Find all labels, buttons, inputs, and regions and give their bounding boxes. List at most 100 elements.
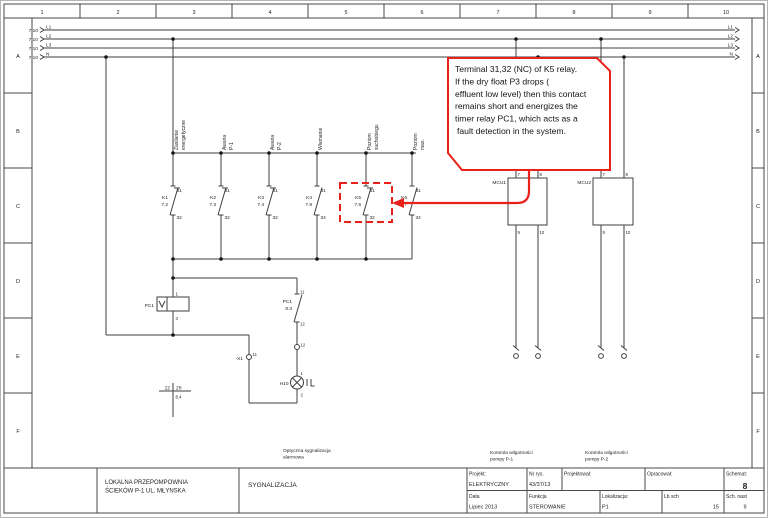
- mcu1-block: MCU1 7 8 9 10: [492, 172, 548, 235]
- rail-source-ref-l3: 7.10 L3: [29, 43, 52, 53]
- callout-box: [447, 57, 611, 171]
- svg-text:suchobiegu: suchobiegu: [374, 124, 380, 150]
- relay-contact-k1: K1 7.2 31 32: [161, 185, 183, 221]
- grid-row: E: [756, 354, 760, 360]
- grid-col: 6: [420, 10, 423, 16]
- source-arrow-icon: [39, 27, 45, 33]
- svg-text:32: 32: [370, 215, 376, 221]
- svg-text:2: 2: [301, 393, 304, 398]
- function-captions: Optyczna sygnalizacja alarmowa Kontrola …: [283, 448, 628, 463]
- rail-label: L1: [46, 25, 52, 31]
- timer-contact-pc1: PC1 8.3 11 12: [283, 290, 306, 327]
- grid-row: F: [756, 429, 760, 435]
- svg-text:K2: K2: [210, 195, 216, 201]
- drawing-title: SYGNALIZACJA: [248, 482, 297, 489]
- svg-text:7: 7: [603, 172, 606, 177]
- svg-text:10: 10: [540, 230, 545, 235]
- grid-column-labels: 1 2 3 4 5 6 7 8 9 10: [40, 10, 729, 16]
- lamp-type-symbol: [306, 379, 315, 387]
- svg-text:N: N: [730, 52, 734, 58]
- svg-text:31: 31: [416, 188, 422, 194]
- svg-text:Poziom: Poziom: [367, 133, 373, 150]
- svg-text:Lb sch: Lb sch: [664, 494, 679, 500]
- svg-text:34: 34: [416, 215, 422, 221]
- svg-text:7.2: 7.2: [161, 202, 168, 208]
- source-arrow-icon: [39, 36, 45, 42]
- svg-text:3: 3: [176, 316, 179, 321]
- grid-row: A: [756, 54, 760, 60]
- svg-text:MCU1: MCU1: [492, 180, 506, 186]
- svg-text:alarmowa: alarmowa: [283, 455, 304, 461]
- dest-arrow-icon: [734, 54, 740, 60]
- svg-text:-X1: -X1: [236, 356, 244, 362]
- svg-text:ELEKTRYCZNY: ELEKTRYCZNY: [469, 482, 509, 488]
- drawing-frame: [3, 3, 765, 514]
- grid-col: 3: [192, 10, 195, 16]
- svg-text:9: 9: [603, 230, 606, 235]
- svg-text:9: 9: [743, 505, 746, 511]
- svg-text:Schemat:: Schemat:: [726, 472, 747, 478]
- svg-text:H10: H10: [280, 381, 289, 387]
- svg-text:12: 12: [300, 322, 305, 327]
- relay-contact-k5: K5 7.6 31 32: [354, 185, 376, 221]
- relay-contact-k4: K4 7.8 31 34: [305, 185, 327, 221]
- svg-text:ZR: ZR: [176, 386, 182, 391]
- grid-row: F: [16, 429, 20, 435]
- grid-col: 9: [648, 10, 651, 16]
- svg-text:Optyczna sygnalizacja: Optyczna sygnalizacja: [283, 448, 331, 454]
- svg-text:8: 8: [626, 172, 629, 177]
- svg-text:7.6: 7.6: [354, 202, 361, 208]
- grid-col: 7: [496, 10, 499, 16]
- svg-text:31: 31: [225, 188, 231, 194]
- svg-text:Poziom: Poziom: [413, 133, 419, 150]
- svg-text:11: 11: [300, 290, 305, 295]
- k5-highlight-box: [339, 182, 393, 223]
- svg-text:P-1: P-1: [229, 142, 235, 150]
- svg-text:Awaria: Awaria: [270, 135, 276, 150]
- svg-text:effluent low level) then this: effluent low level) then this contact: [455, 89, 587, 99]
- grid-row: B: [756, 129, 760, 135]
- rail-source-ref-l2: 7.10 L2: [29, 34, 52, 44]
- svg-text:32: 32: [273, 215, 279, 221]
- svg-text:Funkcja: Funkcja: [529, 494, 547, 500]
- relay-contact-k3: K3 7.4 31 32: [257, 185, 279, 221]
- svg-text:34: 34: [321, 215, 327, 221]
- svg-text:11: 11: [253, 352, 258, 357]
- svg-text:P1: P1: [602, 505, 609, 511]
- grid-col: 4: [268, 10, 271, 16]
- svg-text:31: 31: [177, 188, 183, 194]
- grid-row: D: [756, 279, 760, 285]
- svg-text:8.4: 8.4: [176, 395, 183, 400]
- svg-text:Data: Data: [469, 494, 480, 500]
- grid-row-labels: A B C D E F A B C D E F: [16, 54, 760, 435]
- svg-text:Projektował:: Projektował:: [564, 472, 591, 478]
- branch-labels: Zasilanie energetyczne Awaria P-1 Awaria…: [174, 120, 426, 150]
- svg-text:31: 31: [273, 188, 279, 194]
- svg-text:MCU2: MCU2: [577, 180, 591, 186]
- svg-text:32: 32: [177, 215, 183, 221]
- grid-col: 1: [40, 10, 43, 16]
- svg-text:7.8: 7.8: [305, 202, 312, 208]
- svg-text:7.3: 7.3: [209, 202, 216, 208]
- svg-text:8: 8: [540, 172, 543, 177]
- svg-text:Kontrola wilgotności: Kontrola wilgotności: [490, 450, 533, 456]
- dest-arrow-icon: [734, 27, 740, 33]
- dest-arrow-icon: [734, 45, 740, 51]
- grid-col: 5: [344, 10, 347, 16]
- sheet-number: 8: [743, 481, 748, 491]
- svg-text:L2: L2: [728, 34, 734, 40]
- svg-text:K6: K6: [401, 195, 407, 201]
- grid-col: 10: [723, 10, 729, 16]
- svg-text:7: 7: [518, 172, 521, 177]
- svg-text:7.4: 7.4: [257, 202, 264, 208]
- svg-text:32: 32: [225, 215, 231, 221]
- relay-contact-k2: K2 7.3 31 32: [209, 185, 231, 221]
- svg-text:K5: K5: [355, 195, 361, 201]
- svg-text:pompy P-1: pompy P-1: [490, 457, 514, 463]
- svg-text:Projekt:: Projekt:: [469, 472, 486, 478]
- svg-text:Lipiec 2013: Lipiec 2013: [469, 505, 497, 511]
- svg-text:If the dry float P3 drops (: If the dry float P3 drops (: [455, 76, 549, 86]
- grid-col: 2: [116, 10, 119, 16]
